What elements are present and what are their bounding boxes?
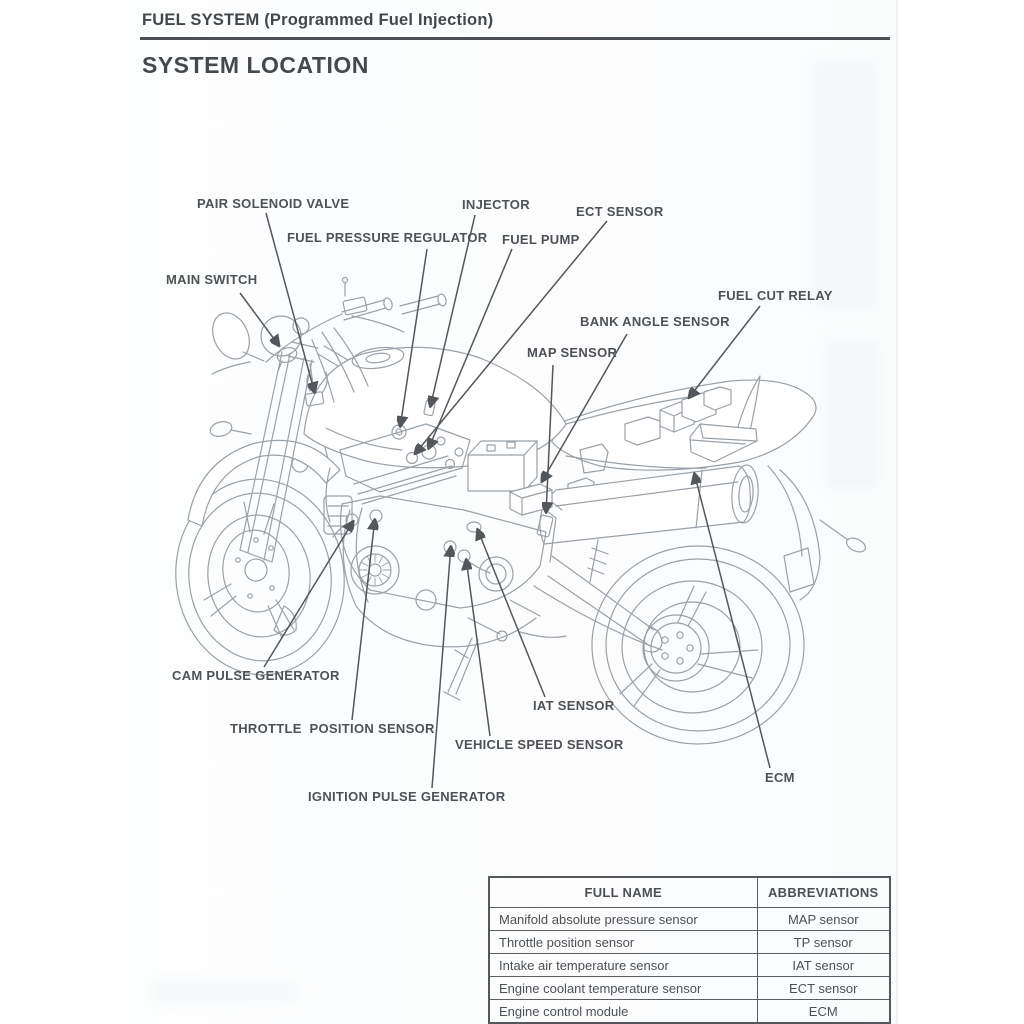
table-row: Engine control module ECM <box>488 999 891 1024</box>
leader-throttle-position-sensor <box>351 517 375 721</box>
callout-pair-solenoid-valve: PAIR SOLENOID VALVE <box>197 196 350 211</box>
fuel-cut-relay-box <box>624 386 732 446</box>
battery <box>467 440 538 492</box>
leader-fuel-cut-relay <box>688 305 761 399</box>
leader-ecm <box>694 472 771 769</box>
abbreviation-cell: ECT sensor <box>756 976 891 1000</box>
leader-map-sensor <box>546 364 554 515</box>
leader-iat-sensor <box>477 528 546 698</box>
front-forks <box>239 351 313 563</box>
exhaust-muffler <box>539 464 759 545</box>
callout-main-switch: MAIN SWITCH <box>166 272 258 287</box>
abbreviation-cell: IAT sensor <box>756 953 891 977</box>
scan-artifact <box>812 60 878 310</box>
leader-lines <box>239 212 771 789</box>
table-row: Engine coolant temperature sensor ECT se… <box>488 976 891 1000</box>
callout-injector: INJECTOR <box>462 197 530 212</box>
callout-fuel-pump: FUEL PUMP <box>502 232 580 247</box>
scan-artifact <box>824 340 880 490</box>
full-name-cell: Engine control module <box>488 999 758 1024</box>
callout-bank-angle-sensor: BANK ANGLE SENSOR <box>580 314 730 329</box>
full-name-cell: Manifold absolute pressure sensor <box>488 907 758 931</box>
page-title: SYSTEM LOCATION <box>142 52 369 78</box>
abbreviation-cell: MAP sensor <box>756 907 891 931</box>
full-name-cell: Throttle position sensor <box>488 930 758 954</box>
leader-vehicle-speed-sensor <box>466 557 491 737</box>
table-row: Manifold absolute pressure sensor MAP se… <box>488 907 891 931</box>
leader-fuel-pressure-regulator <box>400 248 428 428</box>
abbreviation-table: FULL NAME ABBREVIATIONS Manifold absolut… <box>488 876 891 1024</box>
leader-bank-angle-sensor <box>541 333 628 483</box>
callout-ecm: ECM <box>765 770 795 785</box>
front-fender <box>187 439 341 527</box>
leader-ignition-pulse-generator <box>431 544 451 789</box>
leader-main-switch <box>239 292 280 347</box>
table-header-row: FULL NAME ABBREVIATIONS <box>488 876 891 908</box>
callout-fuel-cut-relay: FUEL CUT RELAY <box>718 288 833 303</box>
full-name-cell: Engine coolant temperature sensor <box>488 976 758 1000</box>
callout-ignition-pulse-generator: IGNITION PULSE GENERATOR <box>308 789 506 804</box>
callout-iat-sensor: IAT SENSOR <box>533 698 615 713</box>
scan-page-edge <box>896 0 898 1024</box>
leader-pair-solenoid-valve <box>265 212 315 394</box>
leader-cam-pulse-generator <box>263 520 354 668</box>
page-header: FUEL SYSTEM (Programmed Fuel Injection) <box>142 11 494 29</box>
callout-vehicle-speed-sensor: VEHICLE SPEED SENSOR <box>455 737 624 752</box>
col-header-abbreviations: ABBREVIATIONS <box>756 876 891 908</box>
scan-artifact <box>150 980 300 1004</box>
callout-cam-pulse-generator: CAM PULSE GENERATOR <box>172 668 340 683</box>
table-row: Throttle position sensor TP sensor <box>488 930 891 954</box>
motorcycle-art <box>175 276 867 745</box>
abbreviation-cell: TP sensor <box>756 930 891 954</box>
swingarm <box>533 539 663 653</box>
rear-fender <box>767 465 867 601</box>
col-header-full-name: FULL NAME <box>488 876 758 908</box>
ecm-box <box>689 423 758 463</box>
rear-wheel <box>591 545 805 745</box>
callout-ect-sensor: ECT SENSOR <box>576 204 664 219</box>
callout-fuel-pressure-regulator: FUEL PRESSURE REGULATOR <box>287 230 488 245</box>
leader-fuel-pump <box>428 248 513 450</box>
handlebar-area <box>209 276 447 437</box>
abbreviation-cell: ECM <box>756 999 891 1024</box>
full-name-cell: Intake air temperature sensor <box>488 953 758 977</box>
leader-injector <box>430 214 476 408</box>
sidestand <box>325 467 567 701</box>
leader-ect-sensor <box>414 220 608 455</box>
callout-map-sensor: MAP SENSOR <box>527 345 618 360</box>
header-rule <box>140 37 890 40</box>
callout-throttle-position-sensor: THROTTLE POSITION SENSOR <box>230 721 435 736</box>
table-row: Intake air temperature sensor IAT sensor <box>488 953 891 977</box>
